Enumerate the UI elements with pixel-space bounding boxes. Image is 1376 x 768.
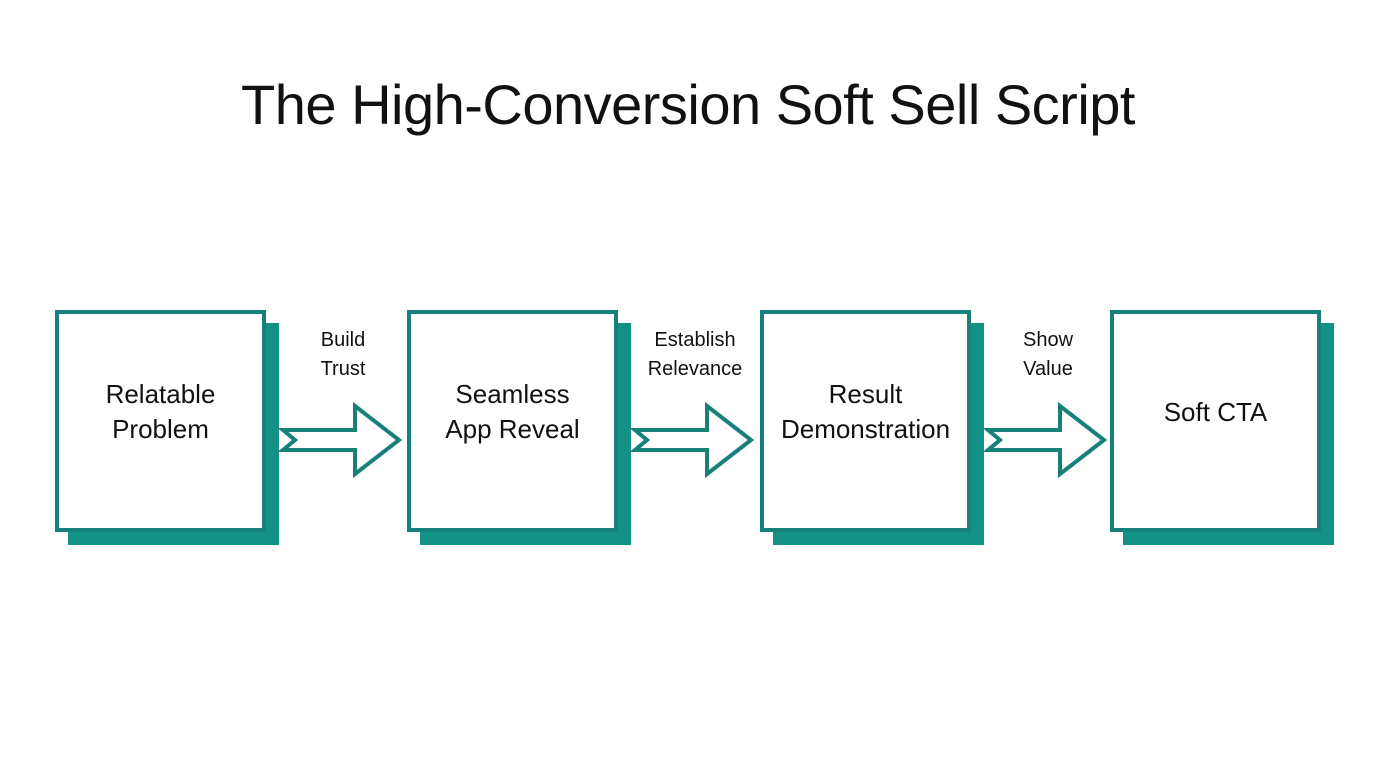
- node-face: Relatable Problem: [55, 310, 266, 532]
- flow-connector-1: Build Trust: [277, 326, 405, 479]
- node-face: Seamless App Reveal: [407, 310, 618, 532]
- flow-node-4[interactable]: Soft CTA: [1110, 310, 1334, 545]
- flow-node-3[interactable]: Result Demonstration: [760, 310, 984, 545]
- flow-node-label: Result Demonstration: [780, 379, 951, 444]
- flow-node-label: Relatable Problem: [105, 379, 216, 444]
- flow-connector-label: Establish Relevance: [647, 329, 743, 380]
- flow-node-label: Seamless App Reveal: [445, 379, 580, 444]
- flow-node-2[interactable]: Seamless App Reveal: [407, 310, 631, 545]
- node-face: Result Demonstration: [760, 310, 971, 532]
- flow-connector-2: Establish Relevance: [629, 326, 757, 479]
- flow-node-label: Soft CTA: [1163, 396, 1268, 427]
- arrow-right-icon: [629, 401, 755, 479]
- flow-connector-label: Build Trust: [320, 329, 366, 380]
- flow-connector-label: Show Value: [1022, 329, 1074, 380]
- arrow-right-icon: [277, 401, 403, 479]
- page-title: The High-Conversion Soft Sell Script: [241, 73, 1135, 136]
- flow-connector-3: Show Value: [982, 326, 1110, 479]
- arrow-right-icon: [982, 401, 1108, 479]
- node-face: Soft CTA: [1110, 310, 1321, 532]
- flow-node-1[interactable]: Relatable Problem: [55, 310, 279, 545]
